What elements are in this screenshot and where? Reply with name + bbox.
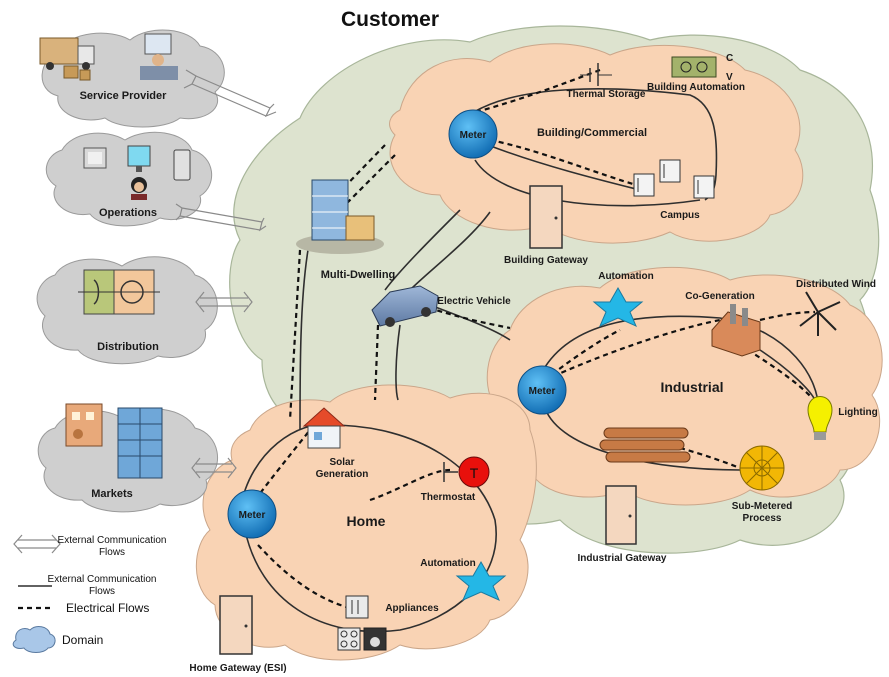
building-commercial-label: Building/Commercial xyxy=(537,127,647,139)
electric-vehicle-label: Electric Vehicle xyxy=(437,296,511,307)
monitor-icon xyxy=(83,147,107,169)
industrial-automation-label: Automation xyxy=(598,271,654,282)
legend-external-flows-line2: Flows xyxy=(99,547,125,558)
sub-metered-label: Sub-Metered xyxy=(732,501,793,512)
legend-external-flows-line1: External Communication xyxy=(58,535,167,546)
thermostat-icon: T xyxy=(443,456,490,488)
pipes-icon xyxy=(599,427,691,463)
solar-label: Solar xyxy=(329,457,354,468)
external-arrow-service-provider xyxy=(183,69,277,118)
legend-internal-flows-line1: External Communication xyxy=(48,574,157,585)
operations-label: Operations xyxy=(99,207,157,219)
appliances-icon xyxy=(337,595,387,651)
wind-turbine-icon xyxy=(799,291,841,336)
generation-label: Generation xyxy=(316,469,369,480)
electric-vehicle-icon xyxy=(371,285,439,327)
legend-domain-cloud-icon xyxy=(12,626,56,653)
external-arrow-distribution xyxy=(195,291,253,313)
market-building-icon xyxy=(65,403,103,447)
home-gateway-label: Home Gateway (ESI) xyxy=(189,663,286,674)
tablet-icon xyxy=(173,149,191,181)
service-agent-icon xyxy=(140,33,178,80)
battery-icon xyxy=(580,63,612,86)
distributed-wind-label: Distributed Wind xyxy=(796,279,876,290)
meter-home: Meter xyxy=(227,489,277,539)
svg-text:V: V xyxy=(726,72,733,83)
home-cloud xyxy=(195,384,537,661)
screen-icon xyxy=(127,145,151,172)
meter-building: Meter xyxy=(448,109,498,159)
legend-external-arrow-icon xyxy=(13,534,61,554)
thermostat-label: Thermostat xyxy=(421,492,476,503)
legend-electrical-flows: Electrical Flows xyxy=(66,601,149,615)
distribution-schematic-icon xyxy=(78,269,160,315)
industrial-gateway-door-icon xyxy=(605,485,637,545)
external-arrow-markets xyxy=(191,457,237,479)
industrial-gateway-label: Industrial Gateway xyxy=(578,553,667,564)
industrial-automation-star-icon xyxy=(592,286,644,327)
multi-dwelling-label: Multi-Dwelling xyxy=(321,269,396,281)
meter-home-label: Meter xyxy=(239,510,266,521)
home-gateway-door-icon xyxy=(219,595,253,655)
industrial-label: Industrial xyxy=(660,379,723,395)
office-tower-icon xyxy=(117,407,163,479)
markets-label: Markets xyxy=(91,488,133,500)
building-gateway-door-icon xyxy=(529,185,563,249)
building-automation-icon: C V xyxy=(671,53,733,83)
legend-domain: Domain xyxy=(62,633,103,647)
external-arrow-operations xyxy=(175,203,267,232)
lighting-label: Lighting xyxy=(838,407,877,418)
operator-icon xyxy=(131,177,147,200)
process-label: Process xyxy=(743,513,782,524)
co-generation-factory-icon xyxy=(711,304,761,357)
building-automation-label: Building Automation xyxy=(647,82,745,93)
campus-servers-icon xyxy=(633,159,715,199)
distribution-label: Distribution xyxy=(97,341,159,353)
home-automation-label: Automation xyxy=(420,558,476,569)
thermostat-glyph: T xyxy=(470,465,479,481)
sub-metered-process-icon xyxy=(739,445,785,491)
legend: External Communication Flows External Co… xyxy=(12,534,167,653)
co-generation-label: Co-Generation xyxy=(685,291,754,302)
meter-industrial-label: Meter xyxy=(529,386,556,397)
solar-house-icon xyxy=(302,407,346,449)
lighting-bulb-icon xyxy=(807,396,833,440)
legend-internal-flows-line2: Flows xyxy=(89,586,115,597)
svg-text:C: C xyxy=(726,53,733,64)
appliances-label: Appliances xyxy=(385,603,439,614)
diagram-title: Customer xyxy=(341,8,439,31)
service-provider-label: Service Provider xyxy=(80,90,168,102)
thermal-storage-label: Thermal Storage xyxy=(567,89,646,100)
campus-label: Campus xyxy=(660,210,700,221)
building-gateway-label: Building Gateway xyxy=(504,255,588,266)
meter-industrial: Meter xyxy=(517,365,567,415)
meter-building-label: Meter xyxy=(460,130,487,141)
home-label: Home xyxy=(347,513,386,529)
home-automation-star-icon xyxy=(455,560,507,601)
truck-icon xyxy=(39,37,95,81)
multi-dwelling-building-icon xyxy=(296,179,384,254)
